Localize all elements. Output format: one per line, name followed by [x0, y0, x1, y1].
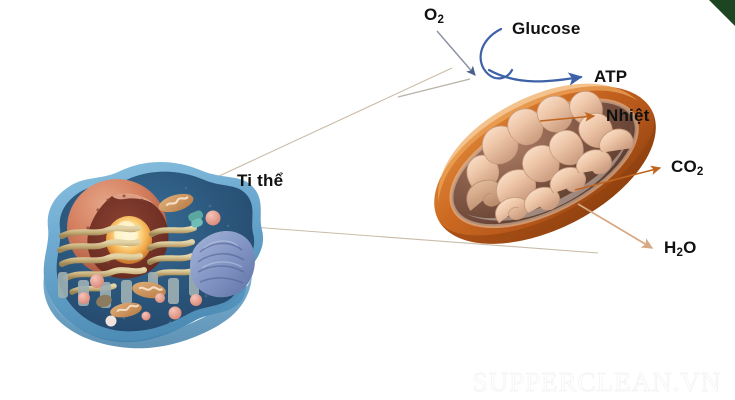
arrow-glucose	[479, 27, 514, 80]
label-oxygen: O2	[424, 5, 445, 26]
label-ti-the: Ti thể	[237, 171, 284, 190]
label-glucose: Glucose	[512, 19, 581, 38]
lysosome	[96, 294, 112, 308]
corner-accent	[709, 0, 735, 26]
label-h2o-subscript: 2	[676, 246, 684, 259]
arrow-nhiet	[539, 112, 596, 122]
arrow-atp	[487, 68, 583, 86]
mitochondrion-illustration	[434, 83, 656, 244]
label-nhiet: Nhiệt	[606, 106, 650, 125]
label-oxygen-subscript: 2	[437, 13, 445, 26]
cell-mitochondrion-3	[110, 302, 142, 318]
ribosomes	[78, 210, 221, 327]
golgi-apparatus	[190, 231, 255, 298]
watermark: SUPPERCLEAN.VN	[472, 367, 722, 397]
arrow-h2o	[577, 203, 654, 249]
arrow-co2	[574, 165, 662, 191]
cell-mitochondrion-1	[158, 193, 194, 213]
animal-cell-illustration	[43, 162, 264, 349]
label-carbon-dioxide: CO2	[671, 157, 704, 178]
cristae	[466, 90, 634, 224]
label-water: H2O	[664, 238, 697, 259]
label-co2-subscript: 2	[696, 165, 704, 178]
label-atp: ATP	[594, 67, 628, 86]
centriole	[188, 210, 204, 228]
arrow-o2	[397, 30, 476, 98]
